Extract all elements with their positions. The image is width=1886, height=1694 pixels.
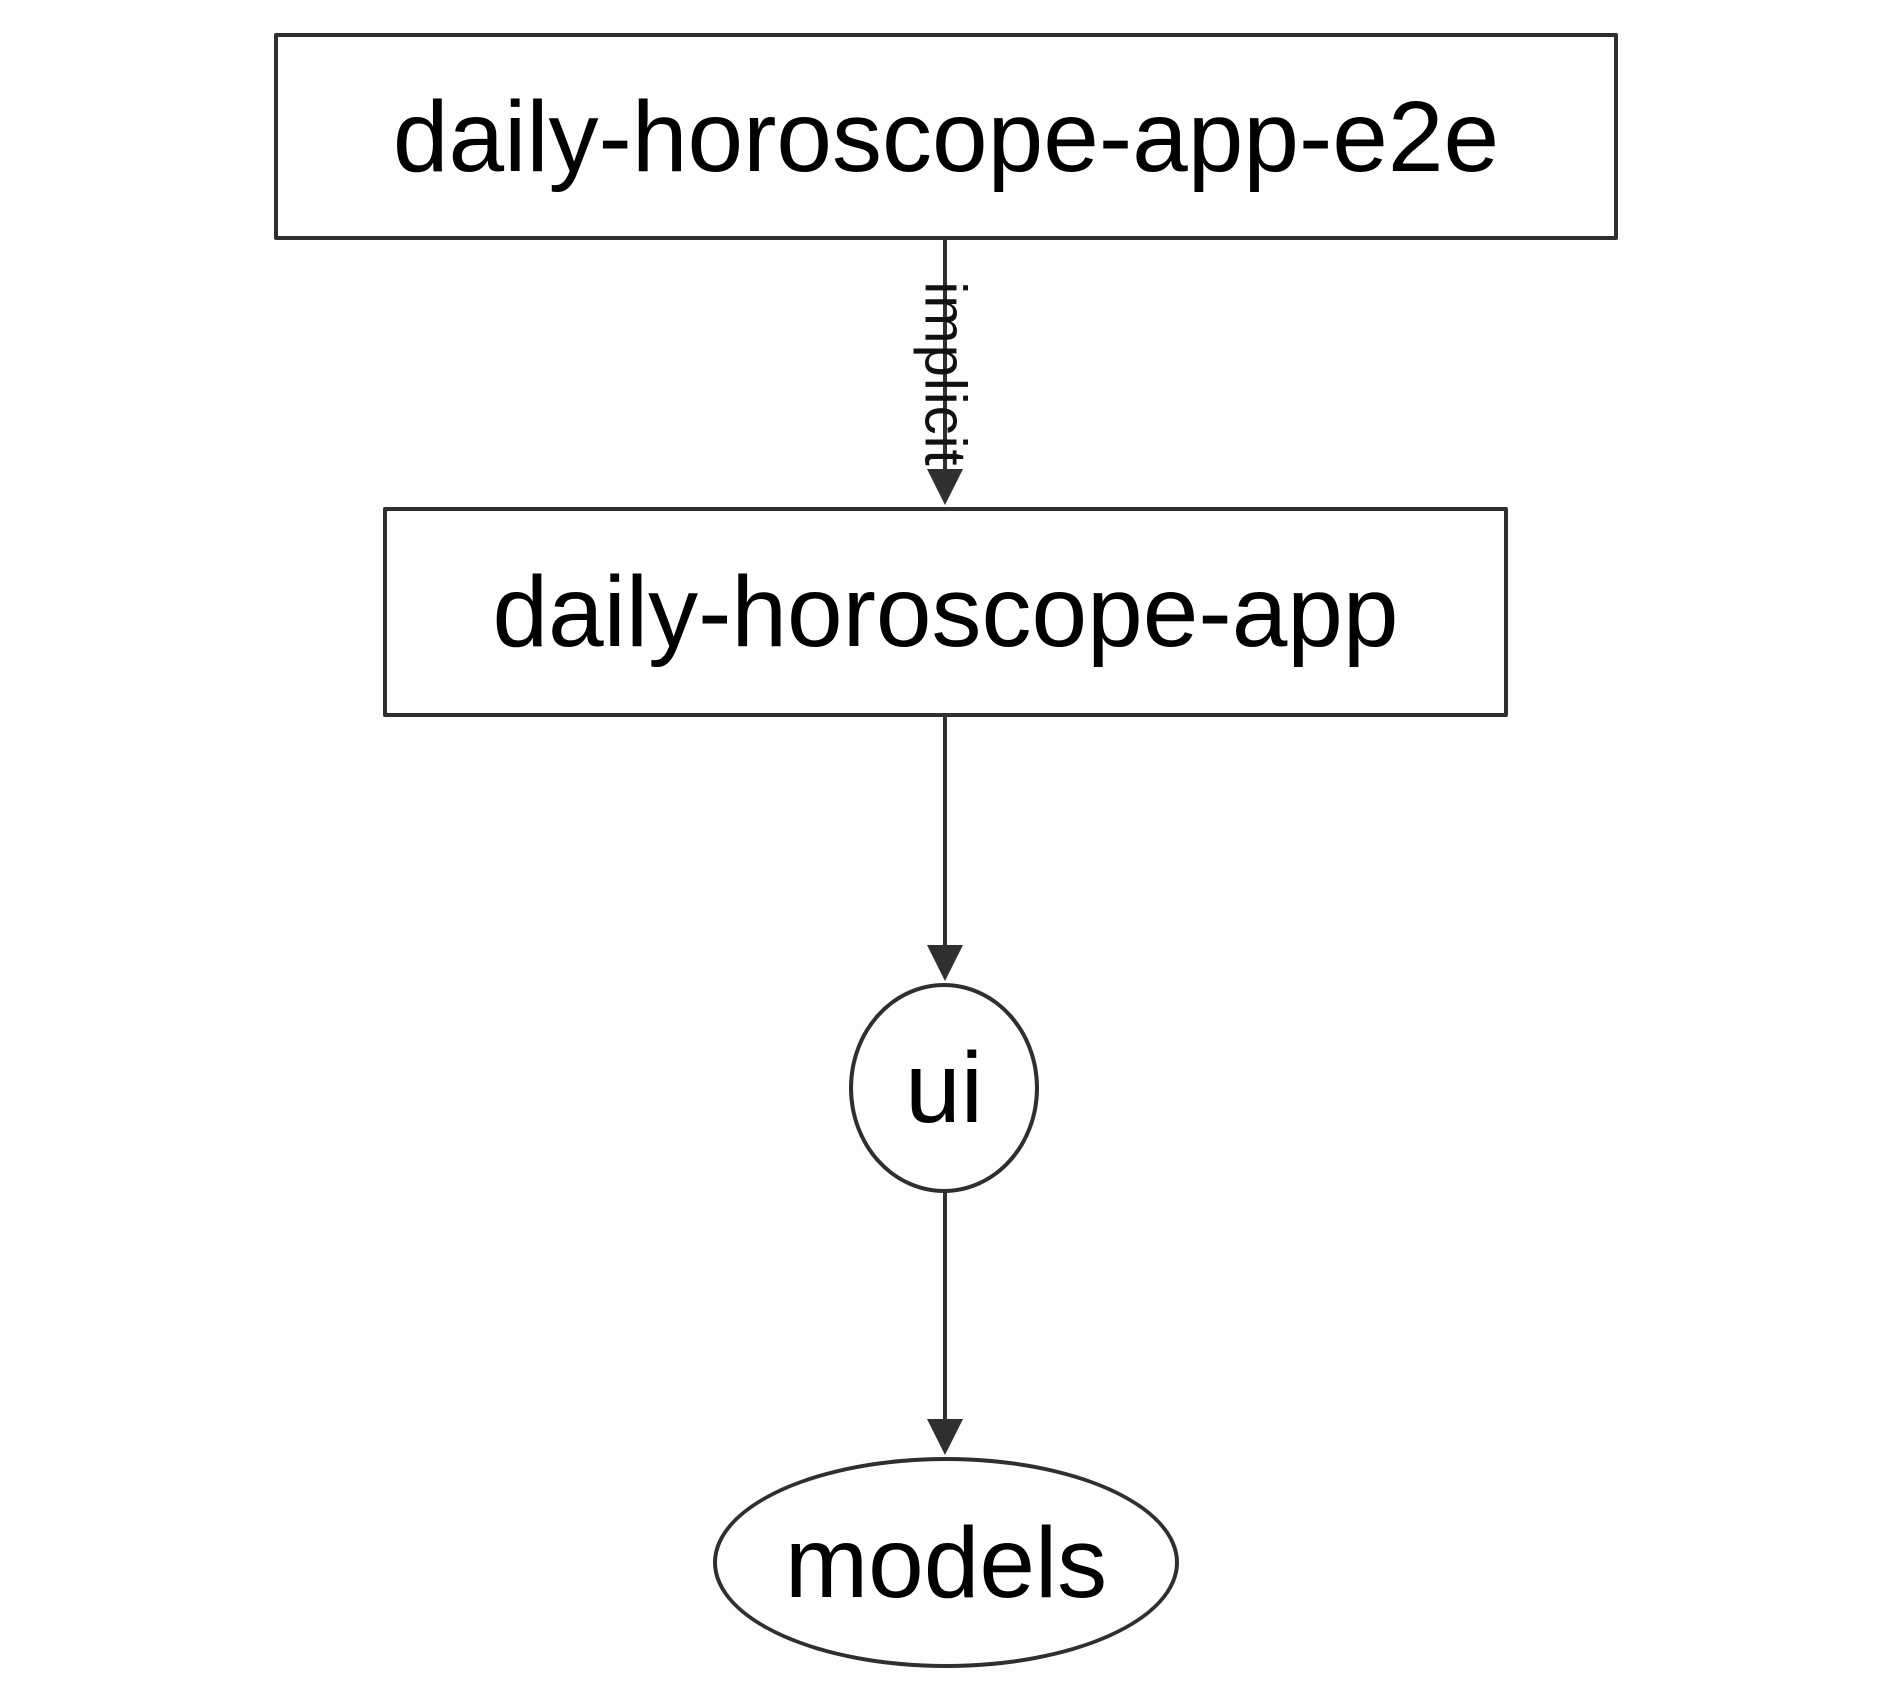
- arrowhead-down-icon: [927, 469, 963, 505]
- node-daily-horoscope-app-e2e[interactable]: daily-horoscope-app-e2e: [274, 33, 1618, 240]
- node-daily-horoscope-app[interactable]: daily-horoscope-app: [383, 507, 1508, 717]
- node-label: ui: [905, 1032, 983, 1144]
- node-label: daily-horoscope-app-e2e: [392, 80, 1500, 193]
- edge-ui-to-models: [927, 1192, 963, 1455]
- edge-label-implicit: implicit: [912, 281, 978, 467]
- node-label: daily-horoscope-app: [492, 556, 1399, 668]
- node-models[interactable]: models: [713, 1457, 1179, 1668]
- edge-app-to-ui: [927, 717, 963, 981]
- node-ui[interactable]: ui: [849, 983, 1039, 1193]
- arrowhead-down-icon: [927, 1419, 963, 1455]
- arrowhead-down-icon: [927, 945, 963, 981]
- node-label: models: [784, 1506, 1108, 1619]
